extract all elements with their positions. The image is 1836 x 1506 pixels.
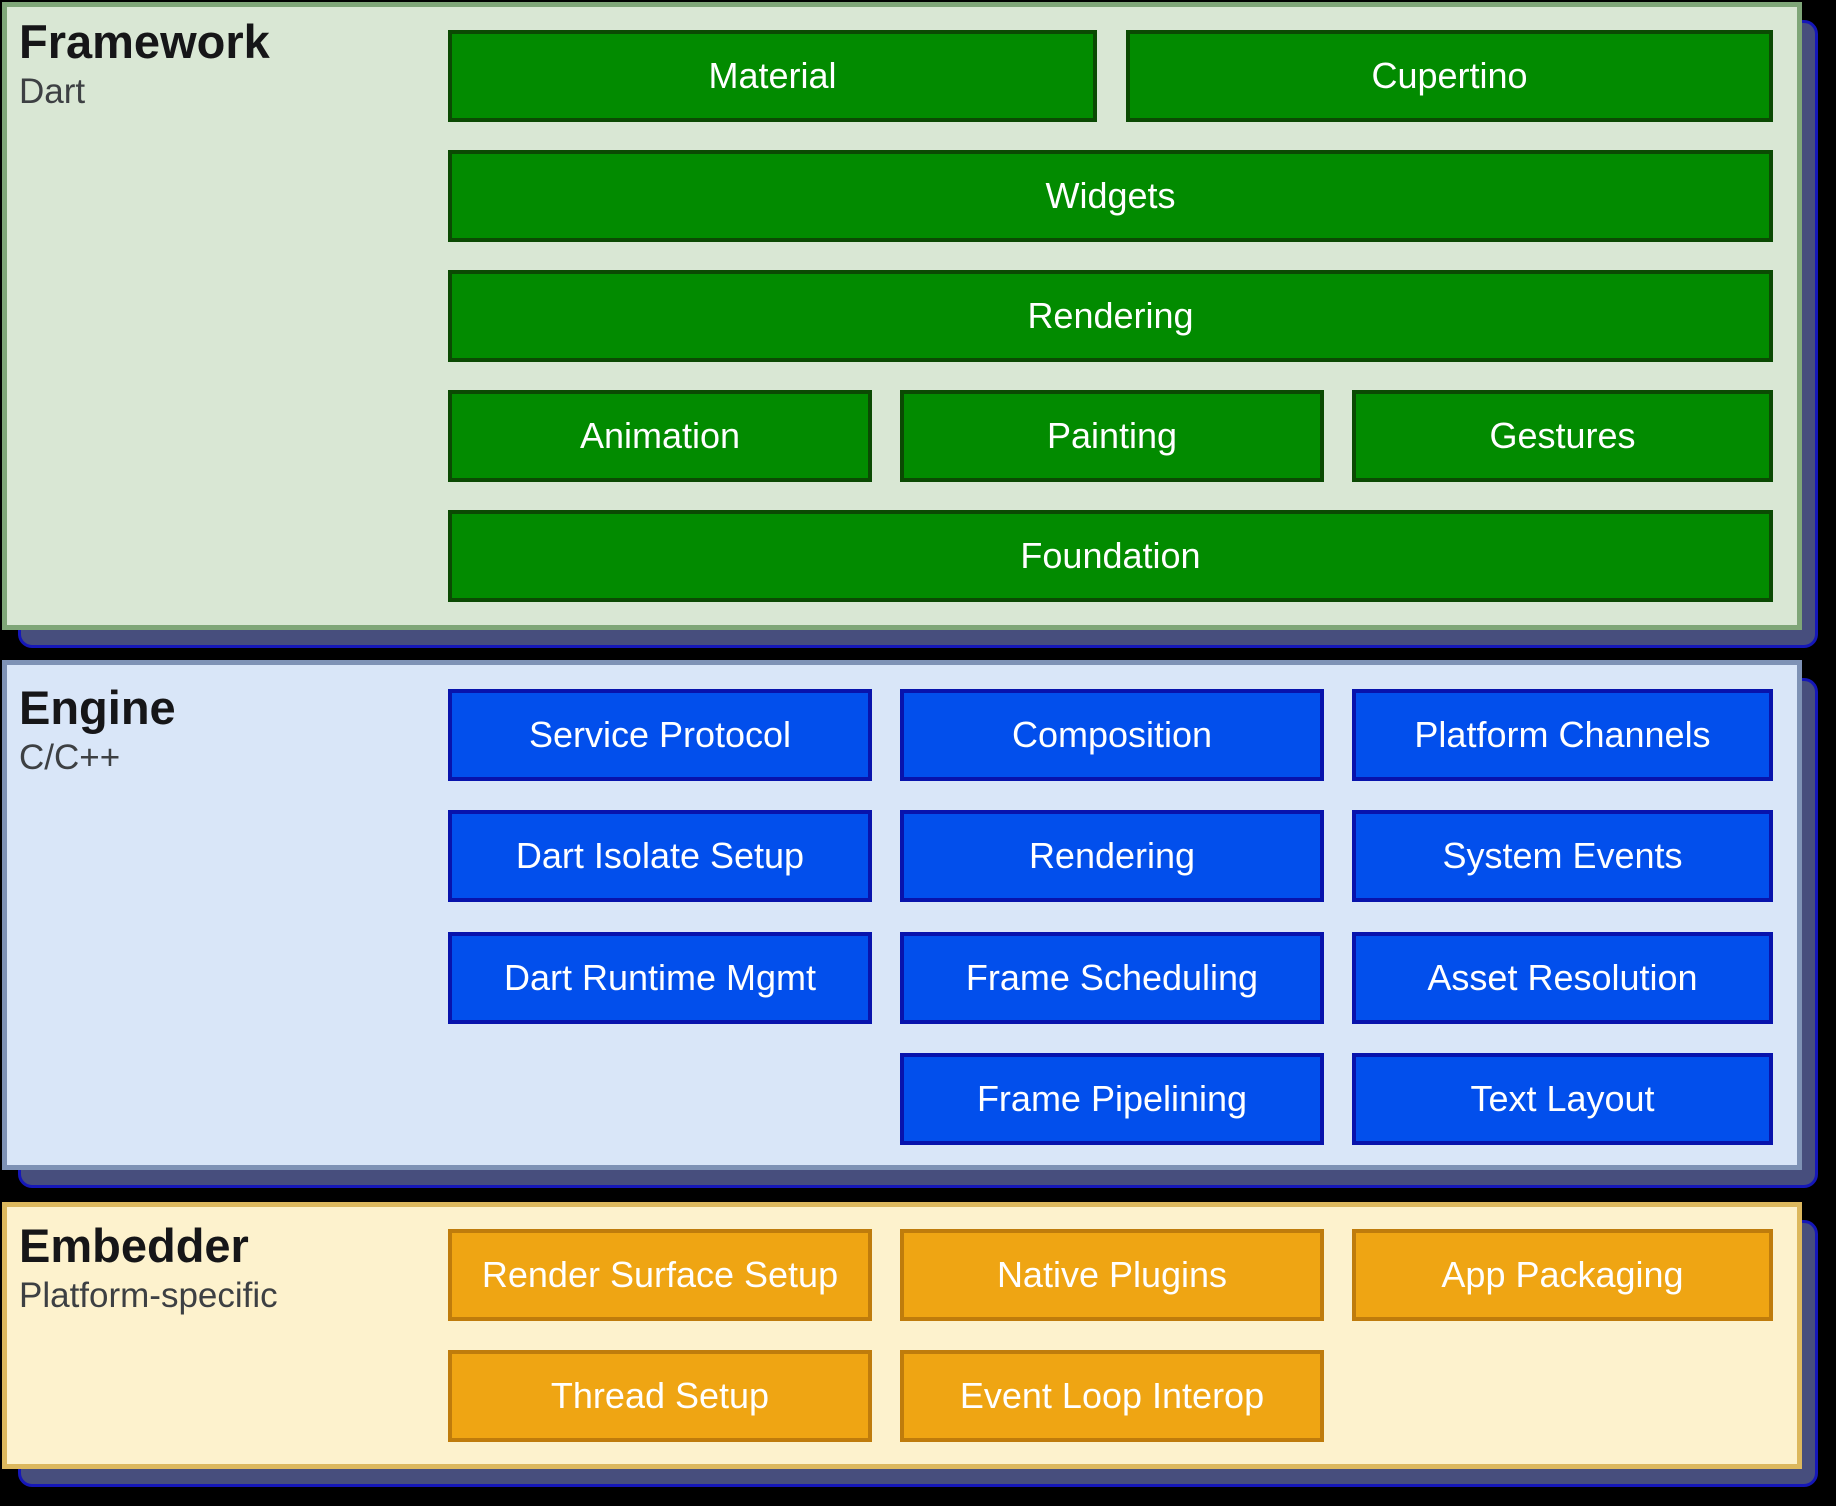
- box-service-protocol: Service Protocol: [448, 689, 872, 781]
- framework-title: Framework: [19, 15, 270, 68]
- engine-title: Engine: [19, 681, 176, 734]
- framework-title-block: Framework Dart: [19, 15, 270, 113]
- box-rendering-engine: Rendering: [900, 810, 1324, 902]
- embedder-title-block: Embedder Platform-specific: [19, 1219, 278, 1317]
- box-platform-channels: Platform Channels: [1352, 689, 1773, 781]
- box-composition: Composition: [900, 689, 1324, 781]
- embedder-subtitle: Platform-specific: [19, 1276, 278, 1316]
- embedder-title: Embedder: [19, 1219, 249, 1272]
- engine-panel: Engine C/C++ Service Protocol Compositio…: [2, 660, 1802, 1170]
- embedder-panel: Embedder Platform-specific Render Surfac…: [2, 1202, 1802, 1469]
- box-event-loop-interop: Event Loop Interop: [900, 1350, 1324, 1442]
- box-system-events: System Events: [1352, 810, 1773, 902]
- framework-subtitle: Dart: [19, 72, 86, 112]
- box-cupertino: Cupertino: [1126, 30, 1773, 122]
- box-widgets: Widgets: [448, 150, 1773, 242]
- box-animation: Animation: [448, 390, 872, 482]
- engine-subtitle: C/C++: [19, 738, 121, 778]
- box-frame-scheduling: Frame Scheduling: [900, 932, 1324, 1024]
- engine-title-block: Engine C/C++: [19, 681, 176, 779]
- box-render-surface-setup: Render Surface Setup: [448, 1229, 872, 1321]
- box-painting: Painting: [900, 390, 1324, 482]
- box-gestures: Gestures: [1352, 390, 1773, 482]
- box-foundation: Foundation: [448, 510, 1773, 602]
- box-native-plugins: Native Plugins: [900, 1229, 1324, 1321]
- box-thread-setup: Thread Setup: [448, 1350, 872, 1442]
- box-app-packaging: App Packaging: [1352, 1229, 1773, 1321]
- box-dart-isolate-setup: Dart Isolate Setup: [448, 810, 872, 902]
- box-frame-pipelining: Frame Pipelining: [900, 1053, 1324, 1145]
- box-rendering-framework: Rendering: [448, 270, 1773, 362]
- box-text-layout: Text Layout: [1352, 1053, 1773, 1145]
- box-material: Material: [448, 30, 1097, 122]
- box-dart-runtime-mgmt: Dart Runtime Mgmt: [448, 932, 872, 1024]
- box-asset-resolution: Asset Resolution: [1352, 932, 1773, 1024]
- framework-panel: Framework Dart Material Cupertino Widget…: [2, 2, 1802, 630]
